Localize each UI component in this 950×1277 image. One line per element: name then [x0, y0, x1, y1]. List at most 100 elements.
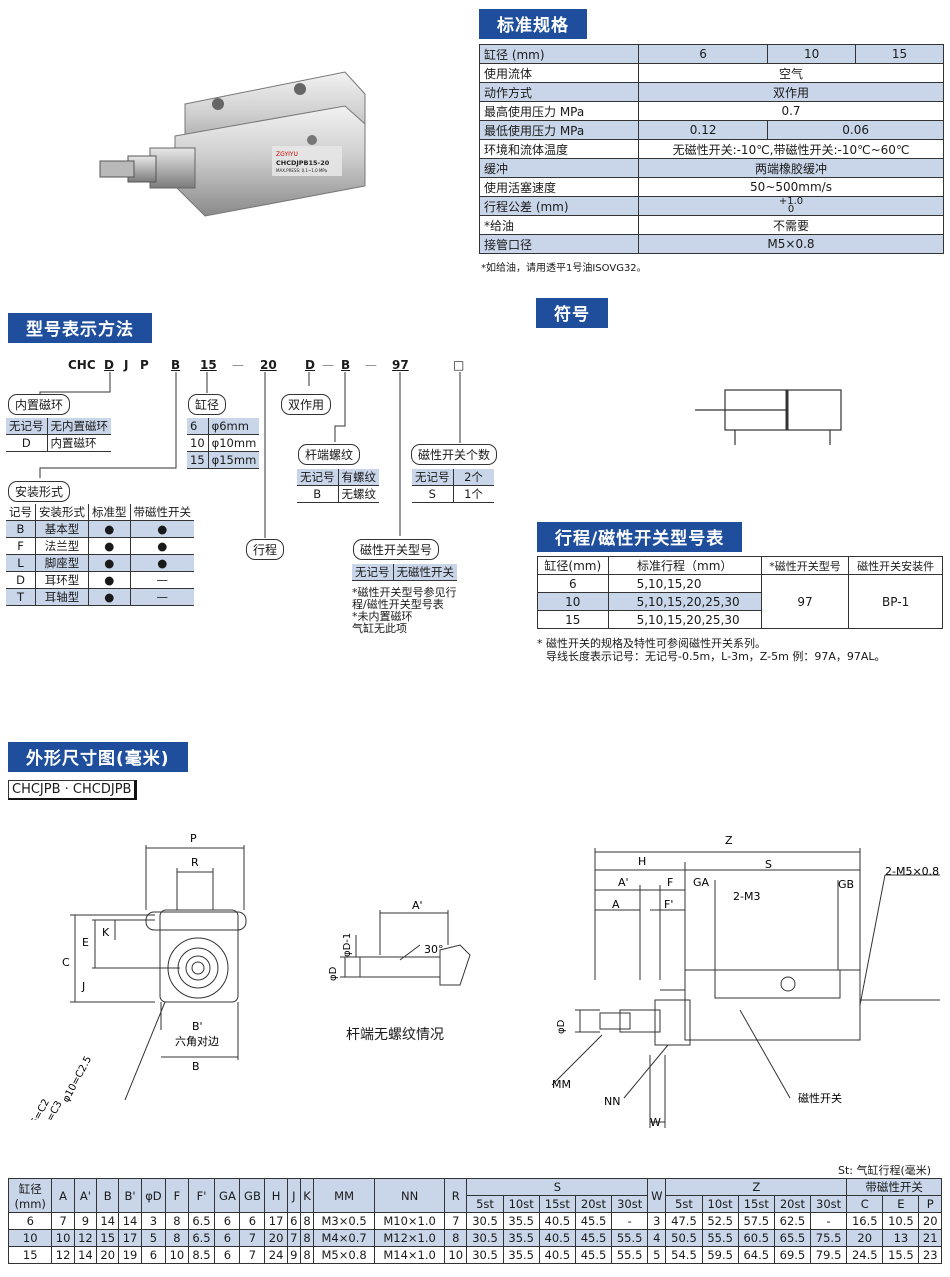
- table-cell: 55.5: [611, 1246, 649, 1264]
- table-cell: 7: [51, 1212, 75, 1230]
- table-cell: 12: [51, 1246, 75, 1264]
- table-cell: M3×0.5: [313, 1212, 376, 1230]
- svg-text:W: W: [650, 1116, 661, 1129]
- table-cell: 8: [444, 1229, 468, 1247]
- table-cell: 9: [286, 1246, 301, 1264]
- table-row: 记号安装形式标准型带磁性开关: [6, 504, 194, 521]
- table-cell: 6: [140, 1246, 167, 1264]
- table-cell: 20: [96, 1246, 120, 1264]
- table-cell: 16.5: [846, 1212, 884, 1230]
- table-cell: 60.5: [737, 1229, 775, 1247]
- table-cell: 10.5: [882, 1212, 920, 1230]
- table-cell: M10×1.0: [374, 1212, 446, 1230]
- dimension-table: 缸径(mm) A A' B B' φD F F' GA GB H J K MM …: [7, 1178, 942, 1264]
- table-cell: 62.5: [773, 1212, 812, 1230]
- code-20: 20: [260, 358, 277, 372]
- cylinder-symbol: [695, 389, 842, 445]
- table-cell: 21: [918, 1229, 942, 1247]
- svg-text:φD: φD: [328, 966, 339, 981]
- code-dash: —: [365, 358, 377, 372]
- table-cell: 13: [882, 1229, 920, 1247]
- table-cell: 45.5: [574, 1229, 613, 1247]
- table-cell: 17: [264, 1212, 288, 1230]
- rod-end-label: 杆端螺纹: [298, 444, 361, 465]
- svg-text:φD-1: φD-1: [342, 933, 353, 957]
- table-cell: 12: [73, 1229, 98, 1247]
- table-cell: 7: [239, 1246, 266, 1264]
- code-b: B: [171, 358, 181, 372]
- table-cell: 75.5: [810, 1229, 848, 1247]
- code-d2: D: [305, 358, 315, 372]
- code-dash: —: [322, 358, 334, 372]
- table-cell: 59.5: [701, 1246, 739, 1264]
- table-cell: 6: [214, 1246, 241, 1264]
- svg-text:B': B': [192, 1020, 203, 1033]
- table-row: 动作方式双作用: [479, 82, 944, 102]
- table-cell: 45.5: [574, 1246, 613, 1264]
- model-leader-lines: [39, 372, 461, 538]
- table-row: 无记号无内置磁环: [6, 418, 111, 435]
- svg-text:磁性开关: 磁性开关: [798, 1091, 842, 1105]
- code-box: □: [453, 358, 465, 372]
- code-p: P: [140, 358, 149, 372]
- table-cell: 10: [444, 1246, 468, 1264]
- table-cell: 79.5: [810, 1246, 848, 1264]
- rod-end-drawing: A' 30° φD-1 φD: [328, 899, 471, 986]
- stroke-label: 行程: [246, 539, 285, 560]
- table-cell: 47.5: [665, 1212, 703, 1230]
- table-row: 缸径 (mm) 6 10 15: [479, 44, 944, 64]
- table-cell: 8: [299, 1229, 315, 1247]
- table-cell: 65.5: [773, 1229, 812, 1247]
- table-cell: 30.5: [466, 1212, 504, 1230]
- product-pressure: MAX.PRESS: 0.1~1.0 MPa: [276, 168, 328, 173]
- code-j: J: [124, 358, 129, 372]
- table-row: 缸径(mm) A A' B B' φD F F' GA GB H J K MM …: [7, 1178, 942, 1213]
- table-cell: 19: [118, 1246, 142, 1264]
- table-cell: 30.5: [466, 1229, 504, 1247]
- svg-text:六角对边: 六角对边: [175, 1034, 219, 1048]
- table-row: *给油不需要: [479, 215, 944, 235]
- svg-text:2-M5×0.8: 2-M5×0.8: [885, 865, 939, 878]
- svg-text:E: E: [82, 936, 89, 949]
- code-97: 97: [392, 358, 409, 372]
- series-box: CHCJPB · CHCDJPB: [8, 780, 138, 800]
- table-cell: 6: [214, 1212, 241, 1230]
- svg-text:φ10=C2.5: φ10=C2.5: [61, 1055, 94, 1105]
- svg-text:F: F: [667, 876, 673, 889]
- table-cell: 14: [96, 1212, 120, 1230]
- svg-text:C: C: [62, 956, 70, 969]
- svg-text:K: K: [102, 926, 110, 939]
- table-cell: 14: [118, 1212, 142, 1230]
- section-title-switch-table: 行程/磁性开关型号表: [537, 522, 743, 552]
- table-cell: 40.5: [538, 1229, 576, 1247]
- table-cell: 3: [647, 1212, 667, 1230]
- svg-text:A': A': [618, 876, 629, 889]
- table-cell: 20: [918, 1212, 942, 1230]
- table-cell: 52.5: [701, 1212, 739, 1230]
- table-cell: 6.5: [187, 1229, 216, 1247]
- section-title-symbol: 符号: [536, 298, 608, 328]
- table-row: 缓冲两端橡胶缓冲: [479, 158, 944, 178]
- product-brand: ZGYIYU: [276, 151, 298, 158]
- table-cell: 23: [918, 1246, 942, 1264]
- table-cell: 14: [73, 1246, 98, 1264]
- table-cell: 50.5: [665, 1229, 703, 1247]
- table-cell: 7: [286, 1229, 301, 1247]
- svg-text:NN: NN: [604, 1095, 620, 1108]
- table-cell: 10: [51, 1229, 75, 1247]
